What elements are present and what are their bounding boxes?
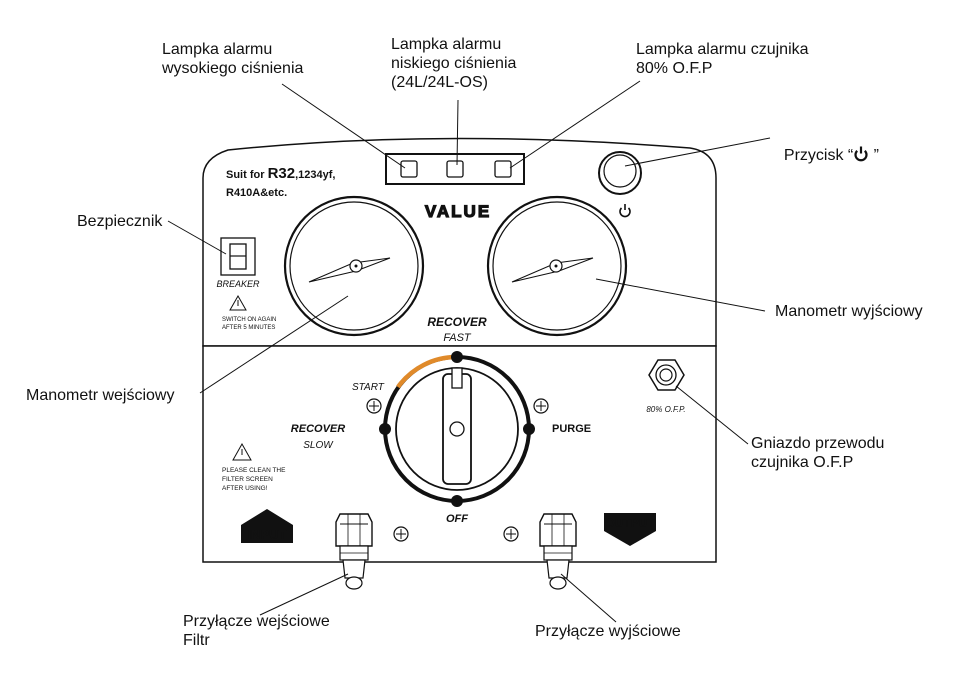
switch-warning-line2: AFTER 5 MINUTES <box>222 325 275 331</box>
callout-high-pressure-lamp: Lampka alarmu wysokiego ciśnienia <box>162 41 304 77</box>
purge-label: PURGE <box>552 423 591 435</box>
power-button[interactable] <box>598 151 642 195</box>
ofp-socket[interactable] <box>648 359 685 391</box>
screw-icon <box>533 398 549 414</box>
recover-fast-sub: FAST <box>443 332 472 344</box>
clean-warning-line3: AFTER USING! <box>222 485 268 492</box>
callout-input-gauge: Manometr wejściowy <box>26 387 175 404</box>
mode-knob[interactable] <box>383 354 531 503</box>
input-gauge <box>283 195 425 337</box>
callout-fuse: Bezpiecznik <box>77 213 163 230</box>
input-arrow-icon <box>241 509 293 543</box>
warning-icon-breaker <box>229 294 247 311</box>
output-gauge <box>486 195 628 337</box>
position-1-label: 1 <box>382 425 387 435</box>
fast-range-arc <box>396 354 458 389</box>
output-arrow-icon <box>604 513 656 546</box>
input-badge-text: INPUT <box>248 527 287 542</box>
leader-lines <box>167 80 771 623</box>
recover-fast-label: RECOVER <box>427 315 487 329</box>
output-badge-text: OUTPUT <box>605 516 655 530</box>
callout-low-pressure-lamp: Lampka alarmu niskiego ciśnienia (24L/24… <box>391 36 517 91</box>
power-icon <box>619 204 631 218</box>
callout-power-button-text: Przycisk “ <box>783 147 854 164</box>
screw-icon <box>393 526 409 542</box>
callout-output-port: Przyłącze wyjściowe <box>535 623 681 640</box>
position-0-marker <box>451 495 463 507</box>
warning-icon-filter <box>232 442 252 461</box>
callout-ofp-lamp: Lampka alarmu czujnika 80% O.F.P <box>636 41 809 77</box>
breaker-switch[interactable] <box>220 237 256 276</box>
output-port[interactable] <box>539 513 577 590</box>
clean-warning-line2: FILTER SCREEN <box>222 476 273 483</box>
callout-ofp-socket: Gniazdo przewodu czujnika O.F.P <box>751 435 885 471</box>
knob-position-markers <box>379 351 535 507</box>
clean-warning-line1: PLEASE CLEAN THE <box>222 467 286 474</box>
high-pressure-lamp <box>400 160 418 178</box>
position-2-marker <box>451 351 463 363</box>
switch-warning-line1: SWITCH ON AGAIN <box>222 317 276 323</box>
position-1-marker <box>379 423 391 435</box>
input-port[interactable] <box>335 513 373 590</box>
suit-for-text: Suit for R32,1234yf, <box>226 165 335 182</box>
callout-power-button: Przycisk “ ” <box>775 127 879 165</box>
start-label: START <box>352 382 385 393</box>
screw-icon <box>366 398 382 414</box>
recover-slow-sub: SLOW <box>303 440 334 451</box>
suit-for-line2: R410A&etc. <box>226 187 287 199</box>
ofp-socket-label: 80% O.F.P. <box>646 405 685 414</box>
off-label: OFF <box>446 513 468 525</box>
position-0-label: 0 <box>454 497 459 507</box>
position-3-marker <box>523 423 535 435</box>
callout-power-button-end: ” <box>869 147 879 164</box>
low-pressure-lamp <box>446 160 464 178</box>
brand-logo: VALUE <box>425 202 491 221</box>
position-2-label: 2 <box>454 353 459 363</box>
breaker-label: BREAKER <box>216 279 260 289</box>
screw-icon <box>503 526 519 542</box>
callout-output-gauge: Manometr wyjściowy <box>775 303 923 320</box>
position-3-label: 3 <box>526 425 531 435</box>
ofp-lamp <box>494 160 512 178</box>
power-icon <box>854 146 868 162</box>
callout-input-port: Przyłącze wejściowe Filtr <box>183 613 330 649</box>
recover-slow-label: RECOVER <box>291 423 345 435</box>
